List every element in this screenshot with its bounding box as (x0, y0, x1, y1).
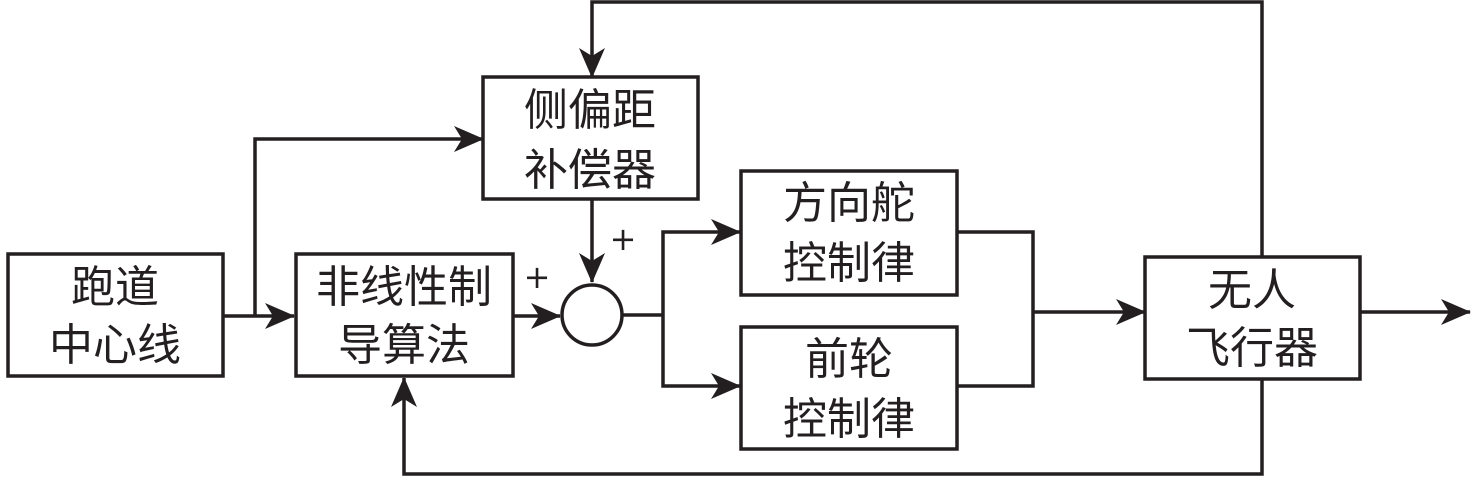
block-label: 控制律 (783, 394, 915, 445)
block-label: 无人 (1208, 265, 1296, 316)
sign-plus-left: + (524, 258, 551, 296)
feedback-uav-to-guidance (391, 377, 1264, 476)
summing-junction: + + (524, 220, 637, 347)
block-label: 补偿器 (524, 145, 656, 196)
sign-plus-top: + (610, 220, 637, 258)
block-label: 中心线 (49, 320, 181, 371)
block-lateral-offset-compensator: 侧偏距 补偿器 (481, 75, 700, 201)
line-rudder-to-merge (958, 230, 1035, 388)
block-label: 侧偏距 (524, 85, 656, 136)
block-nonlinear-guidance: 非线性制 导算法 (294, 252, 515, 378)
block-label: 控制律 (783, 238, 915, 289)
arrow-split-to-rudder (661, 219, 741, 315)
block-label: 跑道 (71, 262, 159, 313)
arrow-split-to-nosewheel (661, 315, 741, 399)
block-rudder-control-law: 方向舵 控制律 (739, 169, 959, 297)
feedback-uav-to-compensator (579, 0, 1264, 257)
block-label: 导算法 (338, 320, 470, 371)
block-uav: 无人 飞行器 (1143, 255, 1362, 381)
block-runway-centerline: 跑道 中心线 (6, 252, 225, 378)
block-nosewheel-control-law: 前轮 控制律 (739, 325, 959, 451)
arrow-runway-to-compensator (253, 126, 484, 316)
block-label: 方向舵 (783, 178, 915, 229)
block-label: 飞行器 (1186, 323, 1318, 374)
block-label: 前轮 (805, 334, 893, 385)
connections (223, 0, 1471, 476)
block-label: 非线性制 (316, 262, 492, 313)
